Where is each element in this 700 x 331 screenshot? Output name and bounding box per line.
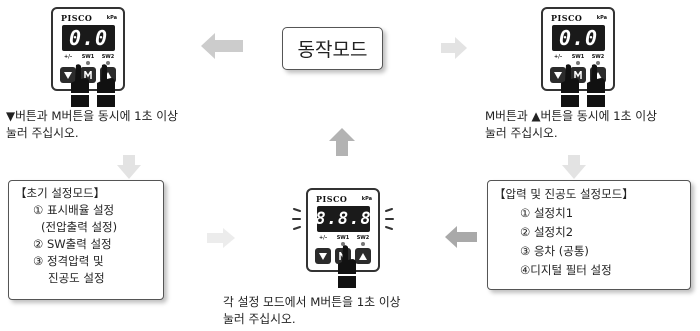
- list-item: 진공도 설정: [48, 271, 105, 285]
- device-labels: +/- SW1 SW2: [548, 54, 608, 60]
- initial-settings-title: 【초기 설정모드】: [15, 186, 106, 200]
- caption-left-line1: ▼버튼과 M버튼을 동시에 1초 이상: [6, 109, 178, 123]
- list-item: ③ 정격압력 및: [33, 254, 104, 268]
- caption-right-line2: 눌러 주십시오.: [485, 126, 558, 140]
- hand-pointer-icon: [587, 64, 605, 107]
- label-sw2: SW2: [101, 54, 115, 60]
- label-sw1: SW1: [81, 54, 95, 60]
- list-item: ③ 응차 (공통): [520, 244, 589, 258]
- pressure-settings-title: 【압력 및 진공도 설정모드】: [494, 187, 634, 201]
- device-display: 8.8.8: [315, 206, 372, 232]
- right-arrow-icon: [207, 228, 235, 248]
- pressure-settings-box: 【압력 및 진공도 설정모드】 ① 설정치1 ② 설정치2 ③ 응차 (공통) …: [487, 180, 691, 290]
- caption-bottom-line2: 눌러 주십시오.: [223, 312, 296, 326]
- display-value: 0.0: [558, 26, 599, 50]
- led-sw2: [106, 61, 110, 65]
- device-brand: PISCO: [551, 13, 583, 23]
- device-display: 0.0: [552, 25, 605, 51]
- down-arrow-icon: [562, 155, 586, 179]
- label-sw2: SW2: [591, 54, 605, 60]
- led-sw1: [341, 242, 345, 246]
- led-sw1: [86, 61, 90, 65]
- down-arrow-icon: [64, 71, 72, 79]
- label-sw1: SW1: [571, 54, 585, 60]
- down-button[interactable]: [60, 67, 76, 83]
- device-unit: kPa: [361, 196, 372, 202]
- caption-bottom-line1: 각 설정 모드에서 M버튼을 1초 이상: [223, 295, 401, 309]
- blink-marks-icon: [292, 208, 394, 230]
- list-item: ① 설정치1: [520, 206, 574, 220]
- label-plus-minus: +/-: [318, 235, 328, 241]
- list-item: ④디지털 필터 설정: [520, 263, 612, 277]
- label-sw1: SW1: [336, 235, 350, 241]
- down-button[interactable]: [550, 67, 566, 83]
- list-item: ① 표시배율 설정: [33, 203, 115, 217]
- down-arrow-icon: [319, 252, 327, 260]
- caption-right-line1: M버튼과 ▲버튼을 동시에 1초 이상: [485, 109, 657, 123]
- left-arrow-icon: [201, 33, 243, 59]
- device-unit: kPa: [596, 15, 607, 21]
- device-display: 0.0: [62, 25, 115, 51]
- up-arrow-icon: [329, 128, 355, 156]
- display-value: 0.0: [68, 26, 109, 50]
- caption-bottom: 각 설정 모드에서 M버튼을 1초 이상 눌러 주십시오.: [223, 294, 401, 328]
- right-arrow-icon: [441, 37, 467, 59]
- led-sw2: [596, 61, 600, 65]
- led-sw2: [361, 242, 365, 246]
- device-labels: +/- SW1 SW2: [58, 54, 118, 60]
- up-arrow-icon: [359, 252, 367, 260]
- operation-mode-label: 동작모드: [297, 39, 368, 61]
- m-icon: [84, 71, 92, 79]
- led-sw1: [576, 61, 580, 65]
- label-plus-minus: +/-: [63, 54, 73, 60]
- hand-pointer-icon: [97, 64, 115, 107]
- list-item: ② SW출력 설정: [33, 237, 112, 251]
- caption-right: M버튼과 ▲버튼을 동시에 1초 이상 눌러 주십시오.: [485, 108, 657, 142]
- device-brand: PISCO: [61, 13, 93, 23]
- display-value: 8.8.8: [315, 209, 372, 229]
- down-arrow-icon: [554, 71, 562, 79]
- list-item: (전압출력 설정): [41, 220, 118, 234]
- device-unit: kPa: [106, 15, 117, 21]
- left-arrow-icon: [445, 226, 477, 248]
- list-item: ② 설정치2: [520, 225, 574, 239]
- initial-settings-box: 【초기 설정모드】 ① 표시배율 설정 (전압출력 설정) ② SW출력 설정 …: [8, 180, 164, 300]
- hand-pointer-icon: [338, 245, 356, 288]
- down-button[interactable]: [315, 248, 331, 264]
- caption-left-line2: 눌러 주십시오.: [6, 126, 79, 140]
- device-top-left: PISCO kPa 0.0 +/- SW1 SW2: [51, 7, 125, 91]
- caption-left: ▼버튼과 M버튼을 동시에 1초 이상 눌러 주십시오.: [6, 108, 178, 142]
- device-labels: +/- SW1 SW2: [313, 235, 373, 241]
- hand-pointer-icon: [71, 64, 89, 107]
- m-icon: [574, 71, 582, 79]
- operation-mode-box: 동작모드: [282, 27, 383, 70]
- hand-pointer-icon: [561, 64, 579, 107]
- down-arrow-icon: [117, 155, 141, 179]
- label-plus-minus: +/-: [553, 54, 563, 60]
- label-sw2: SW2: [356, 235, 370, 241]
- up-button[interactable]: [355, 248, 371, 264]
- device-brand: PISCO: [316, 194, 348, 204]
